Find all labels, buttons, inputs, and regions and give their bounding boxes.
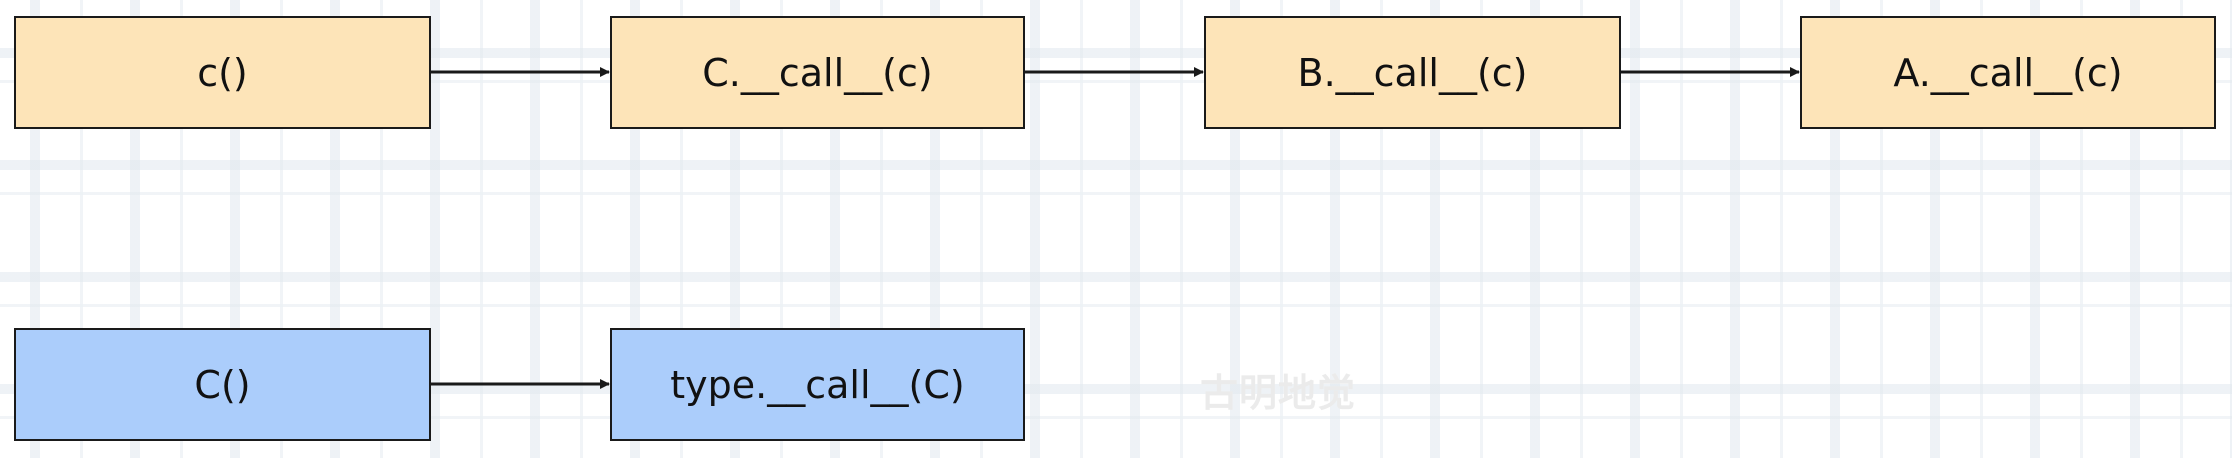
node-A-call: A.__call__(c) bbox=[1800, 16, 2216, 129]
node-C-class-call: C() bbox=[14, 328, 431, 441]
node-C-call: C.__call__(c) bbox=[610, 16, 1025, 129]
watermark: 古明地觉 bbox=[1200, 371, 1357, 415]
node-type-call: type.__call__(C) bbox=[610, 328, 1025, 441]
node-B-call: B.__call__(c) bbox=[1204, 16, 1621, 129]
node-c-instance-call: c() bbox=[14, 16, 431, 129]
